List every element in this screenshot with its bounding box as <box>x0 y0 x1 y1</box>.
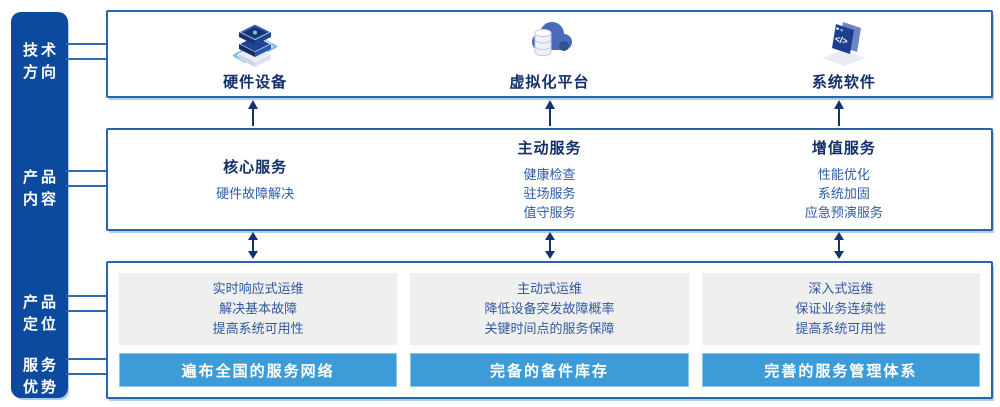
positioning-box: 实时响应式运维 解决基本故障 提高系统可用性 <box>119 273 398 345</box>
sidebar-label-service-advantage: 服务 优势 <box>11 355 68 399</box>
sidebar-label-line: 内容 <box>22 191 59 208</box>
sidebar-label-line: 技术 <box>22 42 59 59</box>
positioning-line: 深入式运维 <box>808 281 874 296</box>
positioning-line: 降低设备突发故障概率 <box>484 301 615 316</box>
server-stack-icon <box>227 17 283 67</box>
connector-line <box>66 295 107 297</box>
connector-line <box>66 310 107 312</box>
connector-line <box>66 358 107 360</box>
positioning-line: 提高系统可用性 <box>212 321 304 336</box>
code-window-icon: </> <box>816 17 872 67</box>
service-heading: 主动服务 <box>517 140 582 157</box>
service-item: 健康检查 <box>523 167 576 182</box>
advantage-banner: 完备的备件库存 <box>410 353 689 387</box>
advantage-banner: 完善的服务管理体系 <box>701 353 980 387</box>
double-arrow-icon <box>832 232 846 259</box>
tech-label-virtualization: 虚拟化平台 <box>509 73 590 91</box>
content-col-value-added-service: 增值服务 性能优化 系统加固 应急预演服务 <box>697 130 991 229</box>
sidebar-label-line: 方向 <box>22 64 59 81</box>
sidebar-label-line: 优势 <box>22 379 59 396</box>
tech-direction-box: 硬件设备 虚拟化平台 <box>106 10 993 98</box>
tech-label-hardware: 硬件设备 <box>223 73 288 91</box>
service-item: 驻场服务 <box>523 186 576 201</box>
content-col-core-service: 核心服务 硬件故障解决 <box>108 130 402 229</box>
sidebar-label-product-content: 产品 内容 <box>11 167 68 211</box>
service-item: 系统加固 <box>817 186 870 201</box>
double-arrow-icon <box>543 232 557 259</box>
positioning-line: 提高系统可用性 <box>795 321 887 336</box>
positioning-line: 实时响应式运维 <box>212 281 304 296</box>
bottom-col-indepth: 深入式运维 保证业务连续性 提高系统可用性 完善的服务管理体系 <box>701 273 980 387</box>
up-arrow-icon <box>832 100 846 126</box>
cloud-database-icon <box>521 17 577 67</box>
sidebar-label-line: 服务 <box>22 357 59 374</box>
connector-line <box>66 185 107 187</box>
tech-col-software: </> 系统软件 <box>697 12 991 96</box>
sidebar-label-product-positioning: 产品 定位 <box>11 292 68 336</box>
service-heading: 核心服务 <box>223 159 288 176</box>
service-item: 应急预演服务 <box>804 205 883 220</box>
service-item: 值守服务 <box>523 205 576 220</box>
positioning-box: 主动式运维 降低设备突发故障概率 关键时间点的服务保障 <box>410 273 689 345</box>
product-content-box: 核心服务 硬件故障解决 主动服务 健康检查 驻场服务 值守服务 增值服务 性能优… <box>106 128 993 231</box>
service-heading: 增值服务 <box>811 140 876 157</box>
tech-label-software: 系统软件 <box>811 73 876 91</box>
service-item: 硬件故障解决 <box>216 186 295 201</box>
sidebar-label-line: 产品 <box>22 169 59 186</box>
double-arrow-icon <box>246 232 260 259</box>
positioning-line: 主动式运维 <box>516 281 582 296</box>
sidebar-label-tech-direction: 技术 方向 <box>11 40 68 84</box>
service-item: 性能优化 <box>817 167 870 182</box>
content-col-active-service: 主动服务 健康检查 驻场服务 值守服务 <box>402 130 696 229</box>
category-sidebar: 技术 方向 产品 内容 产品 定位 服务 优势 <box>11 12 68 398</box>
positioning-line: 解决基本故障 <box>219 301 298 316</box>
connector-line <box>66 58 107 60</box>
tech-col-hardware: 硬件设备 <box>108 12 402 96</box>
sidebar-label-line: 产品 <box>22 294 59 311</box>
sidebar-label-line: 定位 <box>22 316 59 333</box>
positioning-box: 深入式运维 保证业务连续性 提高系统可用性 <box>701 273 980 345</box>
svg-text:</>: </> <box>834 33 849 46</box>
connector-line <box>66 373 107 375</box>
positioning-line: 关键时间点的服务保障 <box>484 321 615 336</box>
connector-line <box>66 170 107 172</box>
advantage-banner: 遍布全国的服务网络 <box>119 353 398 387</box>
bottom-col-proactive: 主动式运维 降低设备突发故障概率 关键时间点的服务保障 完备的备件库存 <box>410 273 689 387</box>
up-arrow-icon <box>246 100 260 126</box>
up-arrow-icon <box>543 100 557 126</box>
connector-line <box>66 43 107 45</box>
bottom-col-realtime: 实时响应式运维 解决基本故障 提高系统可用性 遍布全国的服务网络 <box>119 273 398 387</box>
positioning-advantage-box: 实时响应式运维 解决基本故障 提高系统可用性 遍布全国的服务网络 主动式运维 降… <box>106 261 993 399</box>
tech-col-virtualization: 虚拟化平台 <box>402 12 696 96</box>
positioning-line: 保证业务连续性 <box>795 301 887 316</box>
